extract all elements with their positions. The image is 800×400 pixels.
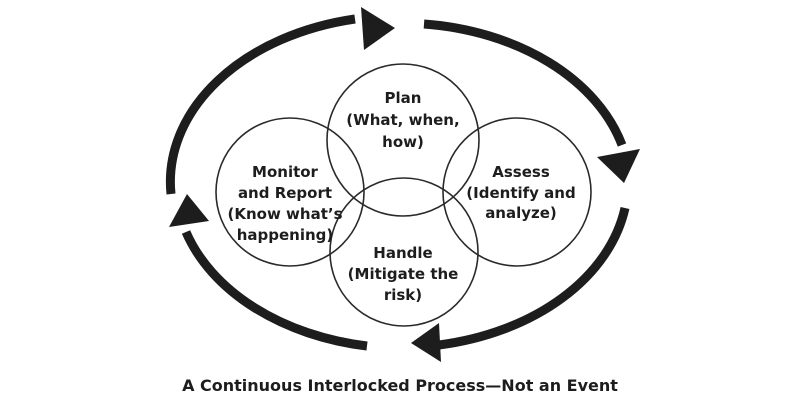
cycle-arc-lower-left bbox=[181, 230, 368, 351]
cycle-arc-upper-left bbox=[165, 14, 356, 195]
handle-label-line-3: risk) bbox=[384, 286, 422, 304]
monitor-circle bbox=[215, 117, 365, 267]
assess-label-line-3: analyze) bbox=[485, 204, 557, 222]
arrow-right-icon bbox=[361, 7, 395, 50]
monitor-label-line-4: happening) bbox=[237, 226, 334, 244]
venn-circles bbox=[215, 63, 592, 327]
assess-circle bbox=[442, 117, 592, 267]
handle-label-line-2: (Mitigate the bbox=[348, 265, 459, 283]
plan-label-line-1: Plan bbox=[385, 89, 422, 107]
circle-labels: Plan (What, when, how) Monitor and Repor… bbox=[228, 89, 576, 304]
cycle-arc-lower-right bbox=[438, 207, 630, 350]
arrow-left-icon bbox=[411, 323, 441, 362]
handle-circle bbox=[329, 177, 479, 327]
monitor-label-line-3: (Know what’s bbox=[228, 205, 343, 223]
monitor-label-line-2: and Report bbox=[238, 184, 332, 202]
plan-label-line-3: how) bbox=[382, 133, 424, 151]
monitor-label-line-1: Monitor bbox=[252, 163, 319, 181]
cycle-arc-upper-right bbox=[423, 19, 627, 147]
arrow-down-icon bbox=[597, 149, 640, 183]
plan-label-line-2: (What, when, bbox=[346, 111, 459, 129]
handle-label-line-1: Handle bbox=[373, 244, 432, 262]
assess-label-line-1: Assess bbox=[492, 163, 550, 181]
cycle-ring bbox=[165, 7, 640, 362]
assess-label-line-2: (Identify and bbox=[466, 184, 575, 202]
arrow-up-icon bbox=[169, 194, 209, 227]
plan-circle bbox=[326, 63, 480, 217]
diagram-caption: A Continuous Interlocked Process—Not an … bbox=[182, 376, 618, 395]
